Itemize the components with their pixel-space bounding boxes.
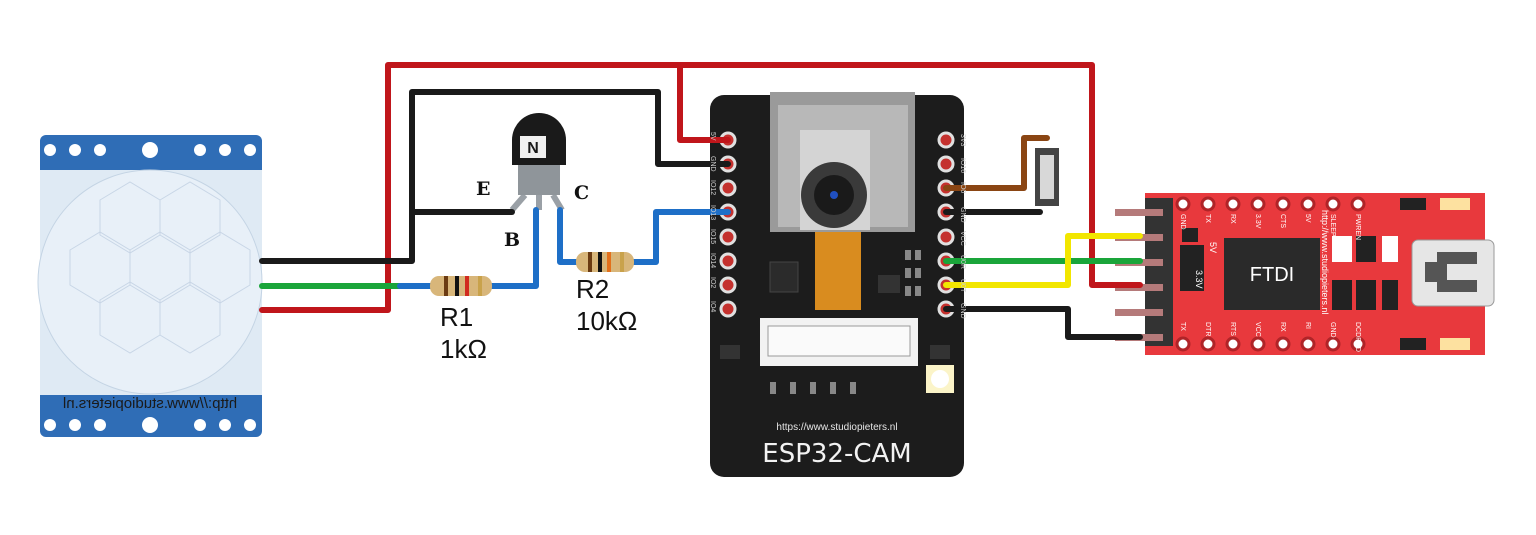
flash-jumper-switch [1035, 148, 1059, 206]
esp32-cam-board [710, 92, 964, 477]
pin-label: IO4 [709, 301, 716, 313]
pin-label: SLEEP [1329, 214, 1336, 237]
pin-label: IO15 [709, 228, 716, 244]
resistor-r1 [430, 276, 492, 296]
pin-label: GND [709, 156, 716, 172]
pin-label: 5V [1304, 214, 1311, 223]
pin-label: IO13 [709, 204, 716, 220]
pin-label: TX [1204, 214, 1211, 223]
pin-label: RX [1229, 214, 1236, 224]
pin-label: PWREN [1354, 214, 1361, 241]
r2-value: 10kΩ [576, 306, 638, 336]
ftdi-chip-label: FTDI [1250, 264, 1294, 286]
r2-name: R2 [576, 274, 610, 304]
transistor-pin-e: E [476, 178, 491, 200]
pin-label: CTS [1279, 214, 1286, 228]
pin-label: GND [959, 206, 966, 223]
transistor-pin-c: C [574, 182, 590, 204]
pin-label: 3.3V [1254, 214, 1261, 229]
r1-name: R1 [440, 302, 474, 332]
r1-value: 1kΩ [440, 334, 487, 364]
pin-label: VCC [1254, 322, 1261, 337]
pin-label: IO16 [959, 158, 966, 174]
pin-label: DTR [1204, 322, 1211, 337]
pin-label: VCC [959, 230, 966, 246]
pin-label: IO2 [709, 277, 716, 289]
pir-sensor [37, 135, 263, 437]
esp32-title: ESP32-CAM [762, 439, 911, 469]
esp32-url: https://www.studiopieters.nl [776, 422, 897, 433]
pin-label: 3V3 [959, 134, 966, 147]
pin-label: RTS [1229, 322, 1236, 336]
pin-label: GND [1179, 214, 1186, 230]
pin-label: IO14 [709, 253, 716, 269]
pin-label: RX [1279, 322, 1286, 332]
pin-label: IO0 [959, 182, 966, 194]
pin-label: GND [959, 303, 966, 319]
wires [259, 62, 1143, 340]
transistor-marking: N [527, 140, 539, 157]
transistor-pin-b: B [504, 229, 521, 251]
pin-label: TX [1179, 322, 1186, 331]
pin-label: RI [1304, 322, 1311, 329]
pin-label: IO12 [709, 180, 716, 196]
ftdi-voltage-3v3: 3.3V [1194, 270, 1204, 289]
pin-label: 5V [709, 132, 716, 141]
pin-label: U0R [959, 255, 966, 270]
transistor-npn [509, 113, 566, 212]
ftdi-voltage-5v: 5V [1208, 242, 1218, 253]
pin-label: GND [1329, 322, 1336, 338]
pir-url: http://www.studiopieters.nl [63, 395, 237, 412]
resistor-r2 [576, 252, 634, 272]
pin-label: U0T [959, 279, 966, 293]
pin-label: DCDRSD [1354, 322, 1361, 352]
ftdi-url: http://www.studiopieters.nl [1320, 210, 1330, 315]
